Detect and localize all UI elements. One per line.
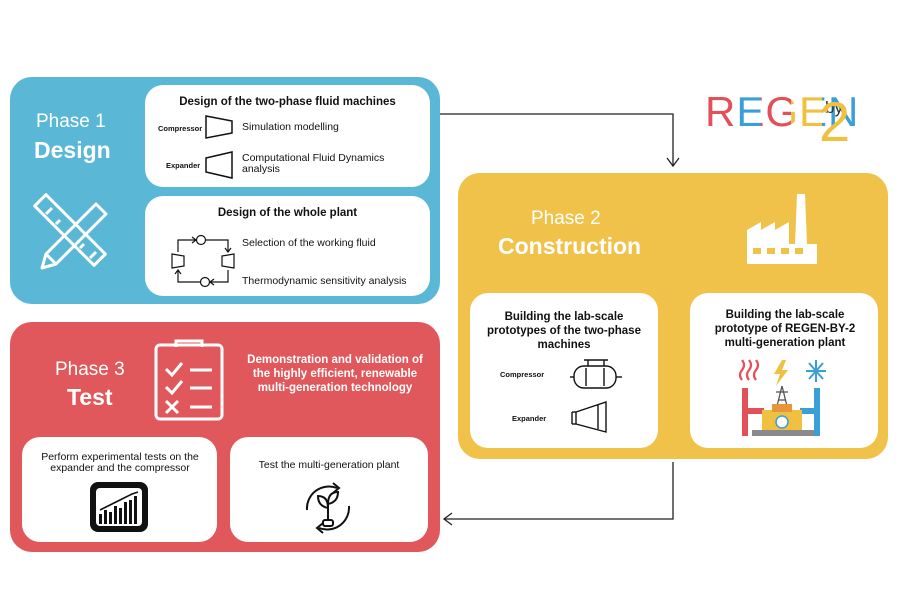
prototype-compressor-label: Compressor	[500, 370, 545, 379]
phase3-card-plant-test	[230, 437, 428, 542]
phase2-card-plant-title: Building the lab-scale prototype of REGE…	[714, 309, 856, 349]
demonstration-text: Demonstration and validation of the high…	[247, 354, 423, 394]
phase1-card-machines	[145, 85, 430, 187]
checklist-clipboard-icon	[154, 339, 224, 421]
phase2-name: Construction	[498, 233, 642, 259]
compressor-label: Compressor	[158, 124, 203, 133]
phase1-name: Design	[34, 137, 111, 163]
working-fluid-text: Selection of the working fluid	[242, 237, 376, 249]
factory-icon	[747, 194, 817, 264]
phase2-card-prototypes-title: Building the lab-scale prototypes of the…	[487, 311, 641, 351]
renewable-energy-icon	[305, 482, 351, 534]
prototype-expander-label: Expander	[512, 414, 547, 423]
cfd-analysis-text: Computational Fluid Dynamics analysis	[242, 152, 385, 175]
phase1-card-plant-title: Design of the whole plant	[217, 207, 358, 219]
phase2-number: Phase 2	[531, 208, 601, 229]
regen-logo-two: 2	[819, 90, 851, 153]
phase1-card-plant	[145, 196, 430, 296]
phase1-card-machines-title: Design of the two-phase fluid machines	[179, 96, 396, 108]
regen-logo-by: by	[825, 98, 843, 117]
test-plant-text: Test the multi-generation plant	[258, 459, 400, 471]
expander-label: Expander	[166, 161, 201, 170]
thermodynamic-analysis-text: Thermodynamic sensitivity analysis	[242, 275, 407, 287]
thermodynamic-cycle-icon	[171, 234, 235, 288]
compressor-icon	[205, 115, 233, 139]
compressor-machine-icon	[570, 359, 622, 389]
pencil-ruler-icon	[33, 193, 108, 270]
phase3-name: Test	[67, 384, 113, 410]
expander-machine-icon	[571, 401, 607, 433]
experimental-tests-text: Perform experimental tests on the expand…	[41, 451, 199, 474]
multi-generation-plant-icon	[738, 359, 826, 436]
bar-chart-monitor-icon	[90, 482, 148, 532]
regen-logo: REGEN by 2	[705, 90, 895, 150]
phase1-number: Phase 1	[36, 111, 106, 132]
phase3-number: Phase 3	[55, 359, 125, 380]
expander-icon	[205, 151, 233, 179]
phase2-card-prototypes	[470, 293, 658, 448]
simulation-modelling-text: Simulation modelling	[242, 121, 339, 133]
regen-logo-text: REGEN	[705, 88, 860, 135]
